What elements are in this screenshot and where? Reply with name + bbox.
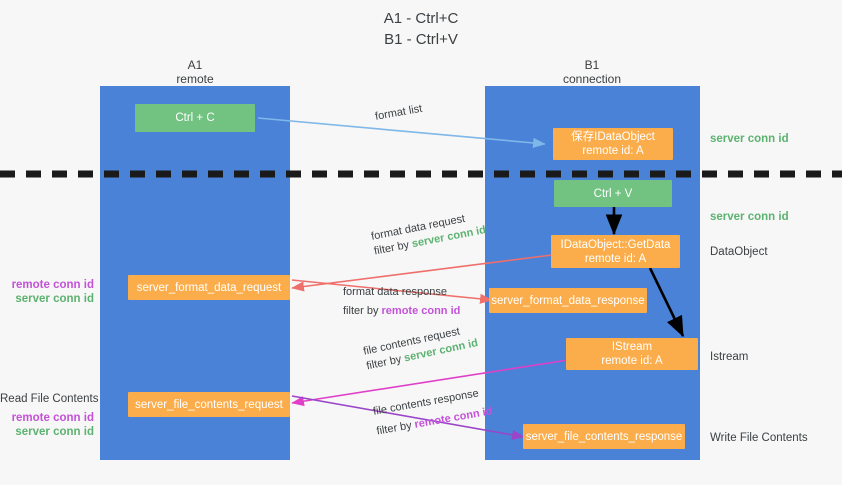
title-line-1: A1 - Ctrl+C [383,10,459,27]
edge-label-format-data-response: format data response filter by remote co… [343,285,460,319]
node-ctrl-v-line1: Ctrl + V [593,187,633,200]
left-label-server-conn-id-2: server conn id [15,426,94,438]
node-ctrl-c[interactable]: Ctrl + C [135,104,255,132]
lane-b1-sub: connection [562,72,622,86]
right-label-server-conn-id-1: server conn id [710,133,789,145]
title-line-2: B1 - Ctrl+V [384,31,458,48]
node-istream[interactable]: IStream remote id: A [566,338,698,370]
left-label-group-1: remote conn id server conn id [0,278,94,306]
left-label-remote-conn-id-2: remote conn id [11,412,94,424]
lane-b1-name: B1 [584,58,600,72]
node-server-file-contents-request[interactable]: server_file_contents_request [128,392,290,417]
node-save-idataobject-line1: 保存IDataObject [571,131,655,143]
edge-fdresp-conn: remote conn id [381,305,461,317]
left-label-server-conn-id-1: server conn id [15,293,94,305]
node-getdata-line2: remote id: A [584,252,647,265]
node-idataobject-getdata[interactable]: IDataObject::GetData remote id: A [551,235,680,268]
right-label-server-conn-id-2: server conn id [710,211,789,223]
node-file-resp-line1: server_file_contents_response [525,430,683,443]
lane-a1-name: A1 [187,58,203,72]
node-getdata-line1: IDataObject::GetData [560,238,671,251]
right-label-dataobject: DataObject [710,246,768,258]
right-label-istream: Istream [710,351,749,363]
node-fmt-req-line1: server_format_data_request [136,281,282,294]
edge-fdresp-prefix: filter by [343,305,382,317]
node-server-format-data-response[interactable]: server_format_data_response [489,288,647,313]
node-fmt-resp-line1: server_format_data_response [491,294,645,307]
node-server-file-contents-response[interactable]: server_file_contents_response [523,424,685,449]
edge-label-file-contents-response: file contents response filter by remote … [372,385,494,440]
edge-label-format-list: format list [374,102,424,125]
edge-fdresp-line1: format data response [343,286,447,298]
node-ctrl-c-line1: Ctrl + C [175,112,215,124]
left-label-remote-conn-id-1: remote conn id [11,279,94,291]
edge-fdresp-line2: filter by remote conn id [343,304,460,319]
node-istream-line2: remote id: A [601,355,663,367]
edge-label-format-list-text: format list [374,102,424,123]
left-label-group-2: remote conn id server conn id [0,411,94,439]
node-save-idataobject[interactable]: 保存IDataObject remote id: A [553,128,673,160]
node-ctrl-v[interactable]: Ctrl + V [554,180,672,207]
lane-a1-sub: remote [176,72,214,86]
node-file-req-line1: server_file_contents_request [135,398,283,411]
lane-header-a1: A1 remote [115,58,275,86]
lane-header-b1: B1 connection [512,58,672,86]
edge-label-format-data-request: format data request filter by server con… [370,208,487,259]
right-label-write-file-contents: Write File Contents [710,432,808,444]
edge-label-file-contents-request: file contents request filter by server c… [362,321,479,374]
edge-fcresp-prefix: filter by [375,418,416,438]
node-server-format-data-request[interactable]: server_format_data_request [128,275,290,300]
node-save-idataobject-line2: remote id: A [582,145,644,157]
page-title: A1 - Ctrl+C B1 - Ctrl+V [0,8,842,50]
left-label-read-file-contents: Read File Contents [0,393,99,405]
node-istream-line1: IStream [611,341,653,353]
